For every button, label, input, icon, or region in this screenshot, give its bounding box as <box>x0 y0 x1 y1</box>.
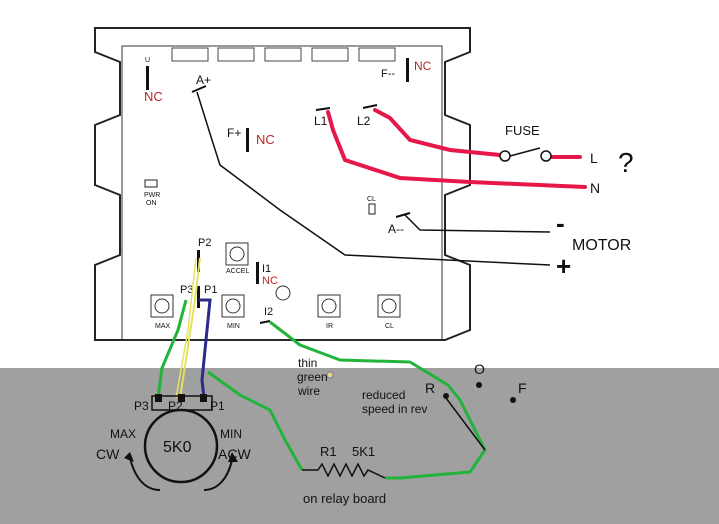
switch-r-label: R <box>425 380 435 396</box>
terminal-a-minus: A-- <box>388 222 404 236</box>
motor-minus-wire <box>403 213 551 233</box>
terminal-f-minus: F-- <box>381 68 395 80</box>
pwr-label: PWR <box>144 192 160 199</box>
motor-plus-wire <box>196 91 551 266</box>
blue-wire <box>199 298 212 399</box>
line-n-label: N <box>590 180 600 196</box>
pot-p2-label: P2 <box>168 399 183 413</box>
line-l-label: L <box>590 150 598 166</box>
fuse-label: FUSE <box>505 123 540 138</box>
terminal-a-plus: A+ <box>196 73 211 87</box>
wire-label: wire <box>297 384 320 398</box>
controller-board <box>94 27 471 341</box>
pot-acw-label: ACW <box>218 446 251 462</box>
terminal-i1: I1 <box>262 263 271 275</box>
pot-max-label: MAX <box>110 427 136 441</box>
terminal-p2: P2 <box>198 237 211 249</box>
terminal-i2: I2 <box>264 306 273 318</box>
accel-label: ACCEL <box>226 268 249 275</box>
trim-pot-min <box>221 294 245 318</box>
cl-small-label: CL <box>367 196 376 203</box>
relay-board-label: on relay board <box>303 491 386 506</box>
pot-p3-label: P3 <box>134 399 149 413</box>
pot-cw-label: CW <box>96 446 120 462</box>
reduced-label: reduced <box>362 388 405 402</box>
on-label: ON <box>146 200 157 207</box>
nc-i1: NC <box>262 275 278 287</box>
trim-pot-ir <box>317 294 341 318</box>
green-wire-i2 <box>269 320 487 480</box>
terminal-f-plus: F+ <box>227 126 241 140</box>
trim-pot-max <box>150 294 174 318</box>
min-label: MIN <box>227 323 240 330</box>
green-label: green <box>297 370 328 384</box>
switch-o-label: O <box>474 361 485 377</box>
terminal-p3: P3 <box>180 284 193 296</box>
nc-top-right: NC <box>414 59 432 73</box>
r1-value-label: 5K1 <box>352 444 375 459</box>
motor-label: MOTOR <box>572 237 631 254</box>
terminal-u-label: U <box>145 57 150 64</box>
yellow-wire <box>179 257 201 399</box>
thin-label: thin <box>298 356 317 370</box>
trim-pot-cl <box>377 294 401 318</box>
r1-label: R1 <box>320 444 337 459</box>
question-mark: ? <box>618 147 634 178</box>
trim-pot-accel <box>225 242 249 266</box>
switch-f-label: F <box>518 380 527 396</box>
rev-switch <box>443 382 516 451</box>
motor-minus-sign: - <box>556 208 565 238</box>
cl-label: CL <box>385 323 394 330</box>
terminal-p1: P1 <box>204 284 217 296</box>
terminal-l1: L1 <box>314 114 328 128</box>
max-label: MAX <box>155 323 171 330</box>
potentiometer <box>124 394 238 491</box>
neutral-wire <box>326 110 587 189</box>
nc-mid: NC <box>256 132 275 147</box>
fuse <box>499 147 552 162</box>
green-wire-p1 <box>207 370 304 471</box>
ir-label: IR <box>326 323 333 330</box>
green-wire-p3 <box>156 299 188 399</box>
wire-marker <box>326 371 334 379</box>
motor-plus-sign: + <box>556 251 571 281</box>
terminal-l2: L2 <box>357 114 371 128</box>
pot-value-label: 5K0 <box>163 439 192 456</box>
pot-p1-label: P1 <box>210 399 225 413</box>
resistor-r1 <box>302 462 386 479</box>
live-wire <box>373 108 502 157</box>
speed-in-rev-label: speed in rev <box>362 402 427 416</box>
shaded-region <box>0 368 719 524</box>
pot-min-label: MIN <box>220 427 242 441</box>
nc-top-left: NC <box>144 89 163 104</box>
